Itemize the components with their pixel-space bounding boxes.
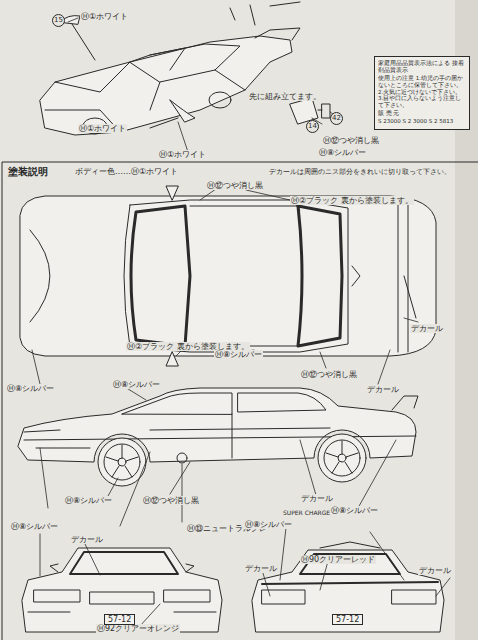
paint-label: Ⓗ⑧シルバー	[6, 384, 55, 393]
paint-label: Ⓗ①ホワイト	[78, 124, 127, 133]
car-side-view	[18, 388, 418, 486]
paint-label: Ⓗ①ホワイト	[158, 150, 207, 159]
paint-label: Ⓗ⑫つや消し黒	[206, 181, 264, 190]
paint-label: Ⓗ⑫つや消し黒	[142, 496, 200, 505]
paint-label: Ⓗ⑧シルバー	[112, 380, 161, 389]
paint-label: ボディー色……Ⓗ①ホワイト	[74, 167, 179, 176]
callout-number: 42	[330, 112, 343, 125]
car-perspective	[40, 2, 330, 135]
notice-text: S 23000 S 2 3000 S 2 5813	[378, 118, 466, 125]
paint-label: Ⓗ⑧シルバー	[318, 148, 367, 157]
paint-label: SUPER CHARGER	[282, 510, 335, 517]
paint-label: Ⓗ⑧シルバー	[10, 522, 59, 531]
paint-label: デカール	[418, 566, 452, 575]
paint-label: Ⓗ⑧シルバー	[64, 496, 113, 505]
paint-label: Ⓗ92クリアーオレンジ	[96, 624, 180, 633]
notice-heading: 家庭用品品質表示法による 接着剤品質表示	[378, 60, 466, 74]
paint-label: Ⓗ⑧シルバー	[244, 520, 293, 529]
section-title: 塗装説明	[6, 165, 50, 179]
paint-label: Ⓗ①ホワイト	[80, 12, 129, 21]
car-rear-view	[252, 542, 444, 632]
callout-number: 14	[306, 120, 319, 133]
paint-label: 先に組み立てます。	[248, 92, 322, 101]
license-plate-text: 57-12	[332, 614, 363, 625]
license-plate-text: 57-12	[104, 614, 135, 625]
paint-label: Ⓗ⑧シルバー	[214, 350, 263, 359]
notice-text: 使用上の注意 1.幼児の手の届かないところに保管して下さい。 2.火気に近づけな…	[378, 75, 466, 109]
section-frame	[2, 162, 478, 640]
paint-label: デカール	[410, 324, 444, 333]
paint-label: Ⓗ90クリアーレッド	[300, 555, 376, 564]
paint-label: Ⓗ②ブラック 裏から塗装します。	[290, 196, 414, 205]
callout-number: 15	[52, 14, 65, 27]
paint-label: Ⓗ⑫つや消し黒	[300, 370, 358, 379]
paint-label: デカール	[244, 564, 278, 573]
notice-box: 家庭用品品質表示法による 接着剤品質表示使用上の注意 1.幼児の手の届かないとこ…	[374, 56, 470, 130]
paint-label: デカールは周囲のニス部分をきれいに切り取って下さい。	[268, 168, 452, 176]
paint-label: デカール	[366, 385, 400, 394]
paint-label: Ⓗ⑧シルバー	[330, 506, 379, 515]
notice-text: 販 売 元	[378, 110, 466, 117]
paint-label: デカール	[70, 535, 104, 544]
paint-label: Ⓗ⑫つや消し黒	[322, 136, 380, 145]
paint-label: デカール	[300, 494, 334, 503]
car-top-view	[20, 186, 436, 366]
car-front-view	[22, 548, 222, 632]
